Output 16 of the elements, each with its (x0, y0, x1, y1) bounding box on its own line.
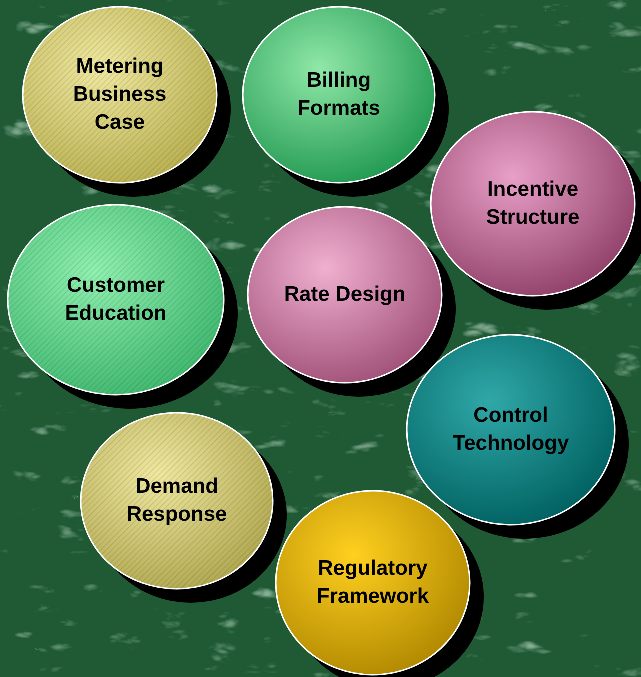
topic-ellipse (80, 412, 288, 604)
topic-ellipse (247, 206, 457, 398)
topic-label: Customer Education (64, 273, 168, 327)
topic-ellipse (430, 111, 641, 311)
topic-label: Demand Response (126, 474, 228, 528)
topic-label: Rate Design (284, 282, 406, 308)
topic-ellipse (242, 6, 450, 198)
topic-ellipse (275, 490, 485, 677)
topic-label: Control Technology (452, 403, 570, 457)
topic-ellipse (7, 204, 239, 410)
topic-label: Billing Formats (296, 68, 382, 122)
topic-label: Metering Business Case (72, 54, 168, 136)
topic-ellipse (406, 334, 630, 540)
topic-label: Incentive Structure (485, 177, 581, 231)
topic-ellipse (22, 6, 232, 198)
topic-label: Regulatory Framework (316, 556, 430, 610)
